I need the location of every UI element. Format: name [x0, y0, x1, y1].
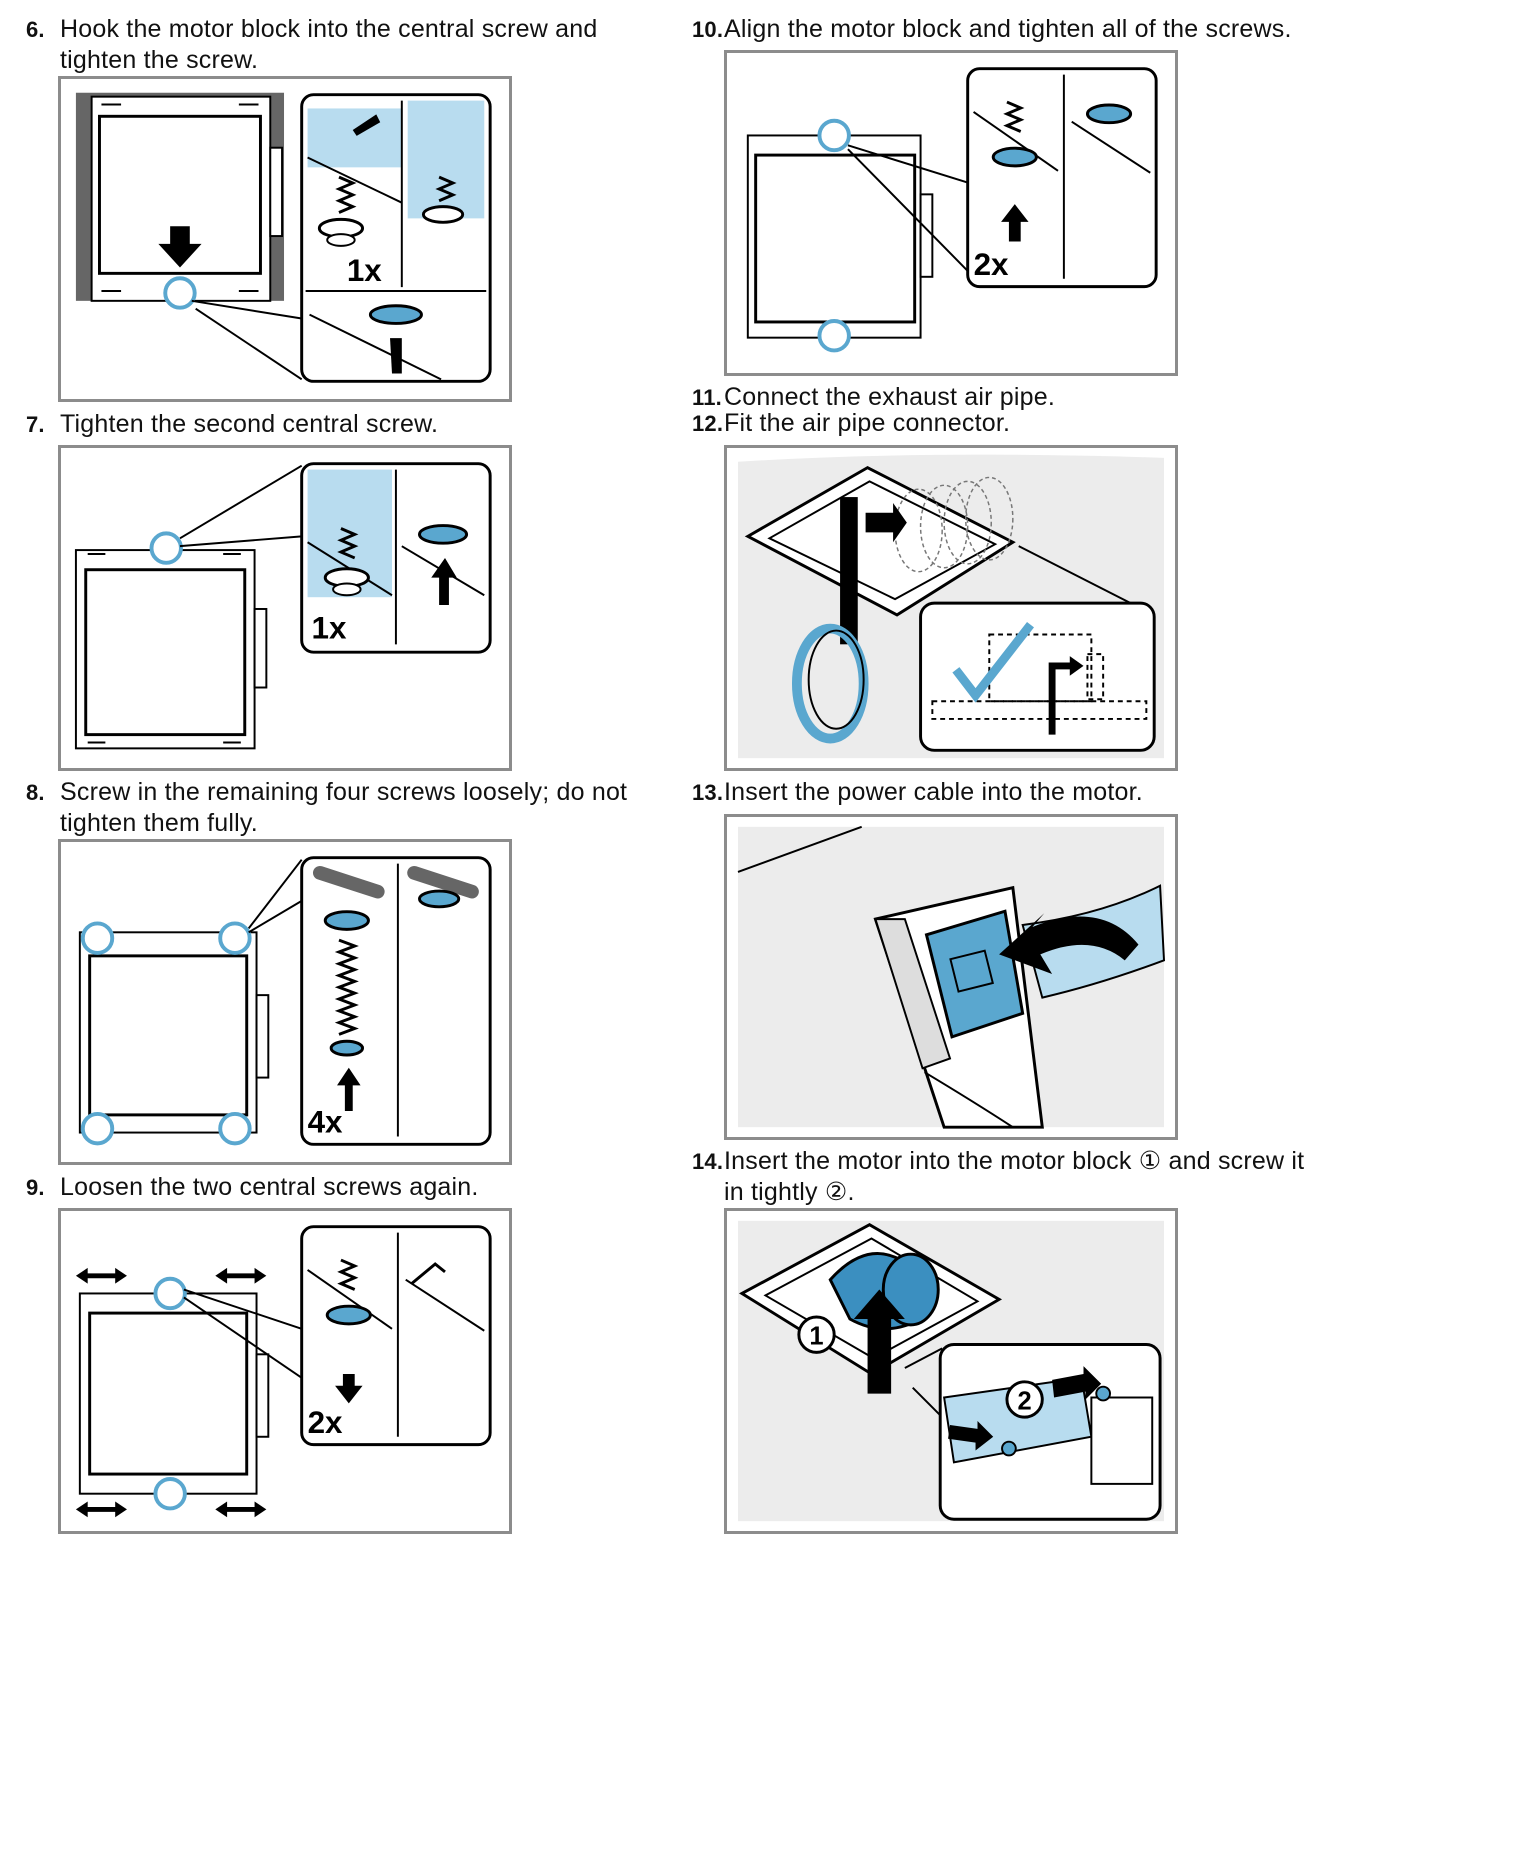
step-12-instruction: 12. Fit the air pipe connector. [692, 408, 1292, 440]
step-text-line: Tighten the second central screw. [60, 410, 439, 438]
step-number: 7. [26, 412, 45, 437]
step-13-illustration [724, 814, 1178, 1140]
multiplier-label: 2x [308, 1405, 343, 1440]
step-text-line: in tightly ②. [724, 1178, 855, 1206]
multiplier-label: 1x [312, 610, 347, 645]
step-13-diagram [737, 825, 1166, 1129]
step-8-diagram: 4x [78, 856, 492, 1146]
step-11-12-diagram [737, 454, 1165, 759]
step-14-illustration: 1 2 [724, 1208, 1178, 1534]
step-11-12-illustration [724, 445, 1178, 771]
step-number: 9. [26, 1175, 45, 1200]
step-9-instruction: 9. Loosen the two central screws again. [26, 1172, 646, 1204]
step-number: 13. [692, 780, 724, 805]
step-text-line: Insert the power cable into the motor. [724, 778, 1143, 806]
step-7-diagram: 1x [74, 462, 492, 750]
step-text-line: Connect the exhaust air pipe. [724, 383, 1056, 411]
step-7-illustration: 1x [58, 445, 512, 771]
step-text-line: tighten them fully. [60, 809, 258, 837]
step-9-illustration: 2x [58, 1208, 512, 1534]
step-11-instruction: 11. Connect the exhaust air pipe. [692, 382, 1292, 414]
callout-number: 2 [1018, 1387, 1032, 1415]
step-number: 11. [692, 385, 722, 410]
step-6-diagram: 1x [75, 92, 492, 383]
step-text-line: Hook the motor block into the central sc… [60, 15, 598, 43]
step-9-diagram: 2x [75, 1225, 492, 1518]
step-text-line: Screw in the remaining four screws loose… [60, 778, 628, 806]
step-number: 10. [692, 17, 724, 42]
step-10-illustration: 2x [724, 50, 1178, 376]
multiplier-label: 4x [308, 1105, 343, 1140]
step-14-diagram: 1 2 [737, 1220, 1165, 1522]
step-number: 6. [26, 17, 45, 42]
step-6-instruction: 6. Hook the motor block into the central… [26, 14, 646, 76]
callout-2: 2 [1005, 1380, 1044, 1419]
multiplier-label: 2x [974, 247, 1009, 282]
callout-1: 1 [797, 1315, 836, 1354]
callout-number: 1 [809, 1322, 823, 1350]
step-text-line: Align the motor block and tighten all of… [724, 15, 1292, 43]
step-text-line: tighten the screw. [60, 46, 259, 74]
step-text-line: Insert the motor into the motor block ① … [724, 1147, 1305, 1175]
double-arrow-icon [75, 1267, 267, 1518]
step-number: 8. [26, 780, 45, 805]
step-8-instruction: 8. Screw in the remaining four screws lo… [26, 777, 646, 839]
step-10-diagram: 2x [746, 67, 1158, 353]
step-6-illustration: 1x [58, 76, 512, 402]
step-13-instruction: 13. Insert the power cable into the moto… [692, 777, 1292, 809]
step-number: 14. [692, 1149, 724, 1174]
multiplier-label: 1x [347, 253, 382, 288]
step-10-instruction: 10. Align the motor block and tighten al… [692, 14, 1292, 46]
step-number: 12. [692, 411, 724, 436]
step-8-illustration: 4x [58, 839, 512, 1165]
step-text-line: Loosen the two central screws again. [60, 1173, 479, 1201]
step-14-instruction: 14. Insert the motor into the motor bloc… [692, 1146, 1312, 1208]
step-7-instruction: 7. Tighten the second central screw. [26, 409, 646, 441]
step-text-line: Fit the air pipe connector. [724, 409, 1011, 437]
